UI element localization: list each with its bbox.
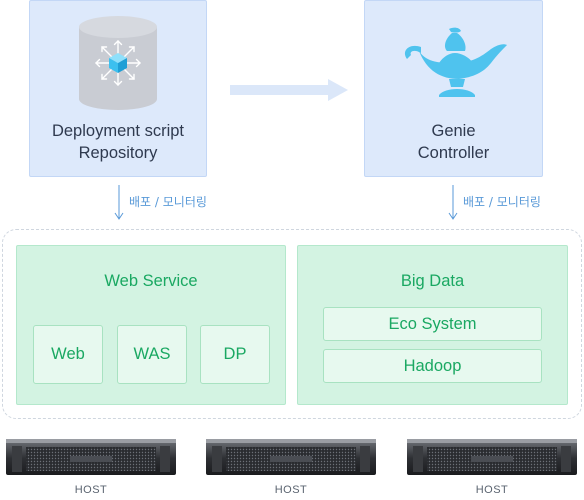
host-label: HOST <box>74 484 108 496</box>
down-arrow-icon <box>448 185 458 220</box>
dp-node: DP <box>200 325 270 384</box>
host-label: HOST <box>475 484 509 496</box>
hadoop-node: Hadoop <box>323 349 542 383</box>
server-icon <box>6 439 176 475</box>
big-data-panel: Big Data Eco System Hadoop <box>297 245 568 405</box>
web-service-panel: Web Service Web WAS DP <box>16 245 286 405</box>
label-line-1: Genie <box>431 122 476 140</box>
right-arrow-icon <box>230 79 348 101</box>
host-label: HOST <box>274 484 308 496</box>
web-service-title: Web Service <box>104 272 198 290</box>
server-icon <box>206 439 376 475</box>
genie-controller-node: Genie Controller <box>364 0 543 177</box>
host-group-frame <box>2 229 582 419</box>
eco-system-node: Eco System <box>323 307 542 341</box>
was-node: WAS <box>117 325 187 384</box>
deployment-repository-label: Deployment script Repository <box>30 120 206 164</box>
genie-controller-label: Genie Controller <box>365 120 542 164</box>
connector-label-right: 배포 / 모니터링 <box>463 195 541 209</box>
big-data-title: Big Data <box>400 272 465 290</box>
server-icon <box>407 439 577 475</box>
label-line-2: Repository <box>78 144 158 162</box>
down-arrow-icon <box>114 185 124 220</box>
genie-lamp-icon <box>404 27 507 97</box>
label-line-1: Deployment script <box>51 122 185 140</box>
connector-label-left: 배포 / 모니터링 <box>129 195 207 209</box>
deployment-repository-node: Deployment script Repository <box>29 0 207 177</box>
label-line-2: Controller <box>417 144 490 162</box>
web-node: Web <box>33 325 103 384</box>
cube-icon <box>109 53 127 73</box>
database-icon <box>79 16 157 110</box>
